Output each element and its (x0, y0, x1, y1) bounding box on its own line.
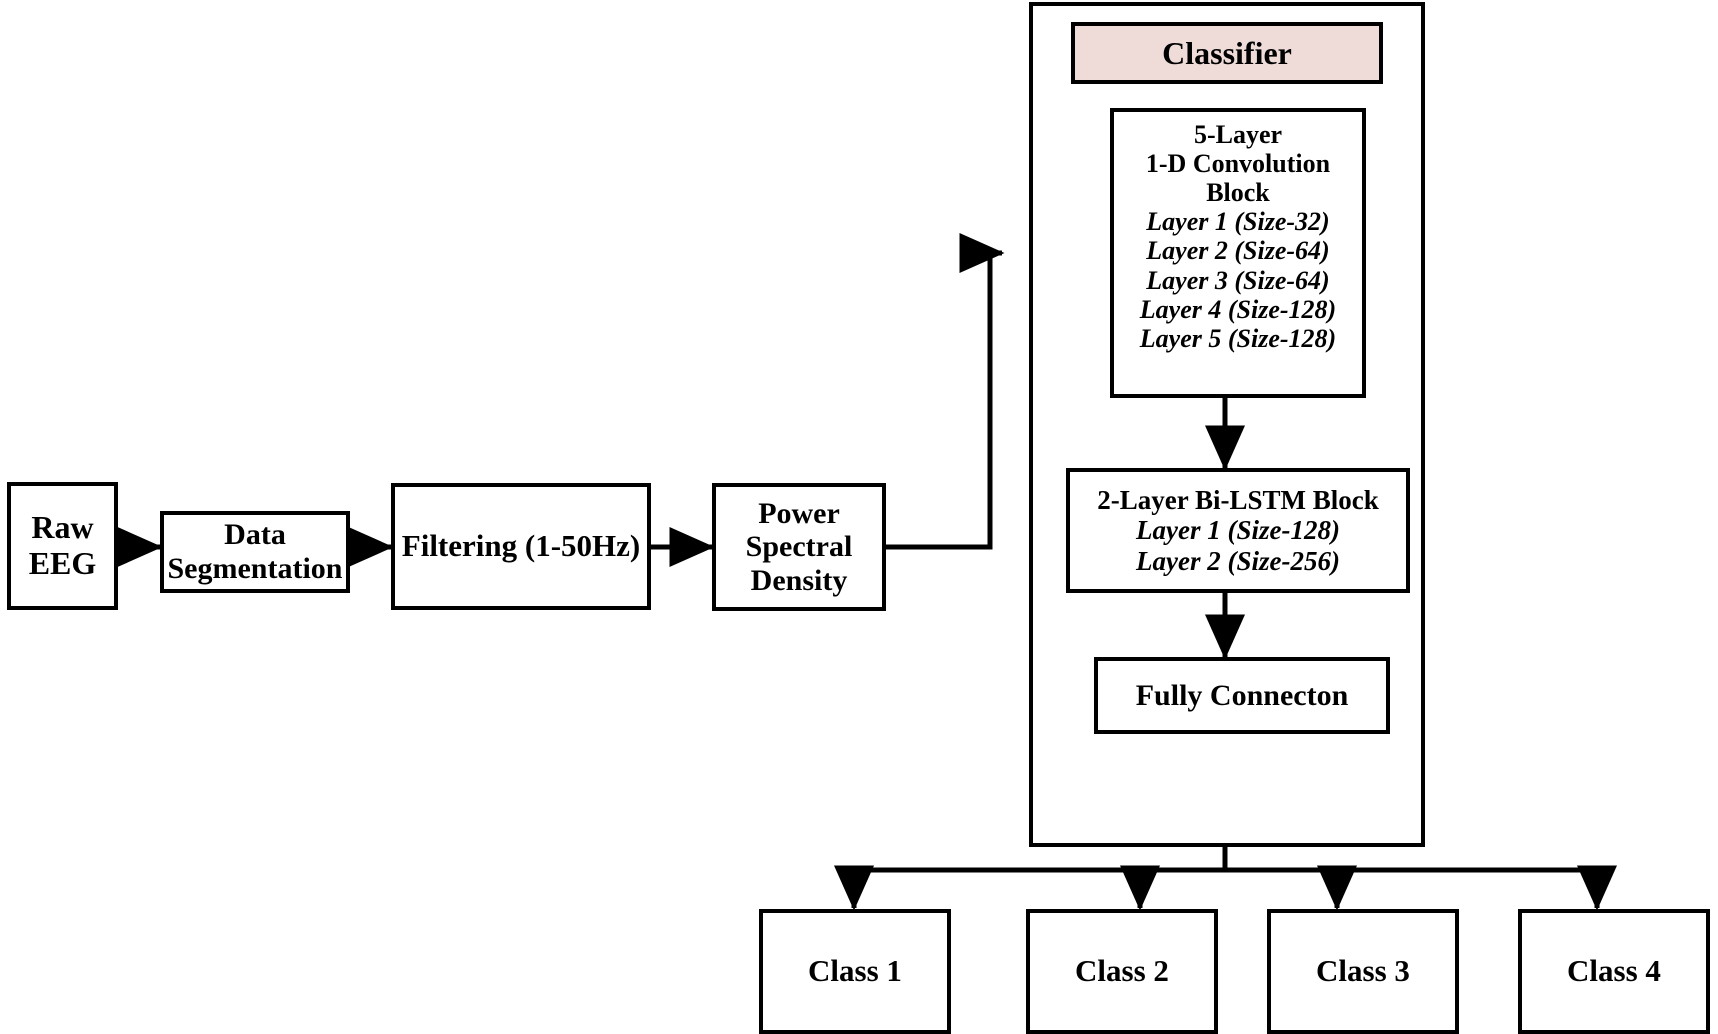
conv-block-heading-1: 1-D Convolution (1145, 149, 1331, 179)
conv-block-layer-3: Layer 3 (Size-64) (1146, 265, 1330, 295)
classifier-container (1029, 2, 1425, 847)
node-data-segmentation[interactable]: Data Segmentation (160, 511, 350, 593)
node-raw-eeg-line-0: Raw (31, 509, 94, 546)
conv-block-layer-4: Layer 4 (Size-128) (1139, 294, 1337, 324)
node-psd-line-1: Spectral (745, 530, 853, 564)
conv-block-layer-5: Layer 5 (Size-128) (1139, 323, 1337, 353)
node-raw-eeg[interactable]: Raw EEG (7, 482, 118, 610)
node-psd-line-2: Density (750, 563, 848, 597)
lstm-block-layer-1: Layer 1 (Size-128) (1136, 515, 1340, 546)
node-power-spectral-density[interactable]: Power Spectral Density (712, 483, 886, 611)
node-class-3-label: Class 3 (1316, 953, 1410, 989)
lstm-block-layer-2: Layer 2 (Size-256) (1136, 545, 1340, 576)
conv-block[interactable]: 5-Layer 1-D Convolution Block Layer 1 (S… (1110, 108, 1366, 398)
fully-connected-label: Fully Connecton (1135, 678, 1349, 712)
lstm-block[interactable]: 2-Layer Bi-LSTM Block Layer 1 (Size-128)… (1066, 468, 1410, 593)
node-class-1[interactable]: Class 1 (759, 909, 951, 1034)
node-class-3[interactable]: Class 3 (1267, 909, 1459, 1034)
classifier-header: Classifier (1071, 22, 1383, 84)
classifier-header-label: Classifier (1162, 34, 1292, 71)
conv-block-layer-1: Layer 1 (Size-32) (1146, 207, 1330, 237)
node-psd-line-0: Power (758, 496, 840, 530)
conv-block-heading-0: 5-Layer (1193, 120, 1283, 149)
node-data-segmentation-line-0: Data (224, 518, 286, 552)
lstm-block-heading-0: 2-Layer Bi-LSTM Block (1097, 485, 1379, 516)
node-raw-eeg-line-1: EEG (28, 545, 97, 581)
node-filtering-line-0: Filtering (1-50Hz) (401, 528, 641, 564)
node-class-1-label: Class 1 (808, 953, 902, 989)
fully-connected-block[interactable]: Fully Connecton (1094, 657, 1390, 734)
node-class-4[interactable]: Class 4 (1518, 909, 1710, 1034)
arrow-psd-to-conv-block (886, 233, 1005, 550)
node-filtering[interactable]: Filtering (1-50Hz) (391, 483, 651, 610)
conv-block-heading-2: Block (1206, 178, 1270, 208)
node-class-4-label: Class 4 (1567, 953, 1661, 989)
conv-block-layer-2: Layer 2 (Size-64) (1146, 236, 1330, 266)
node-class-2[interactable]: Class 2 (1026, 909, 1218, 1034)
node-data-segmentation-line-1: Segmentation (167, 552, 343, 585)
node-class-2-label: Class 2 (1075, 953, 1169, 989)
